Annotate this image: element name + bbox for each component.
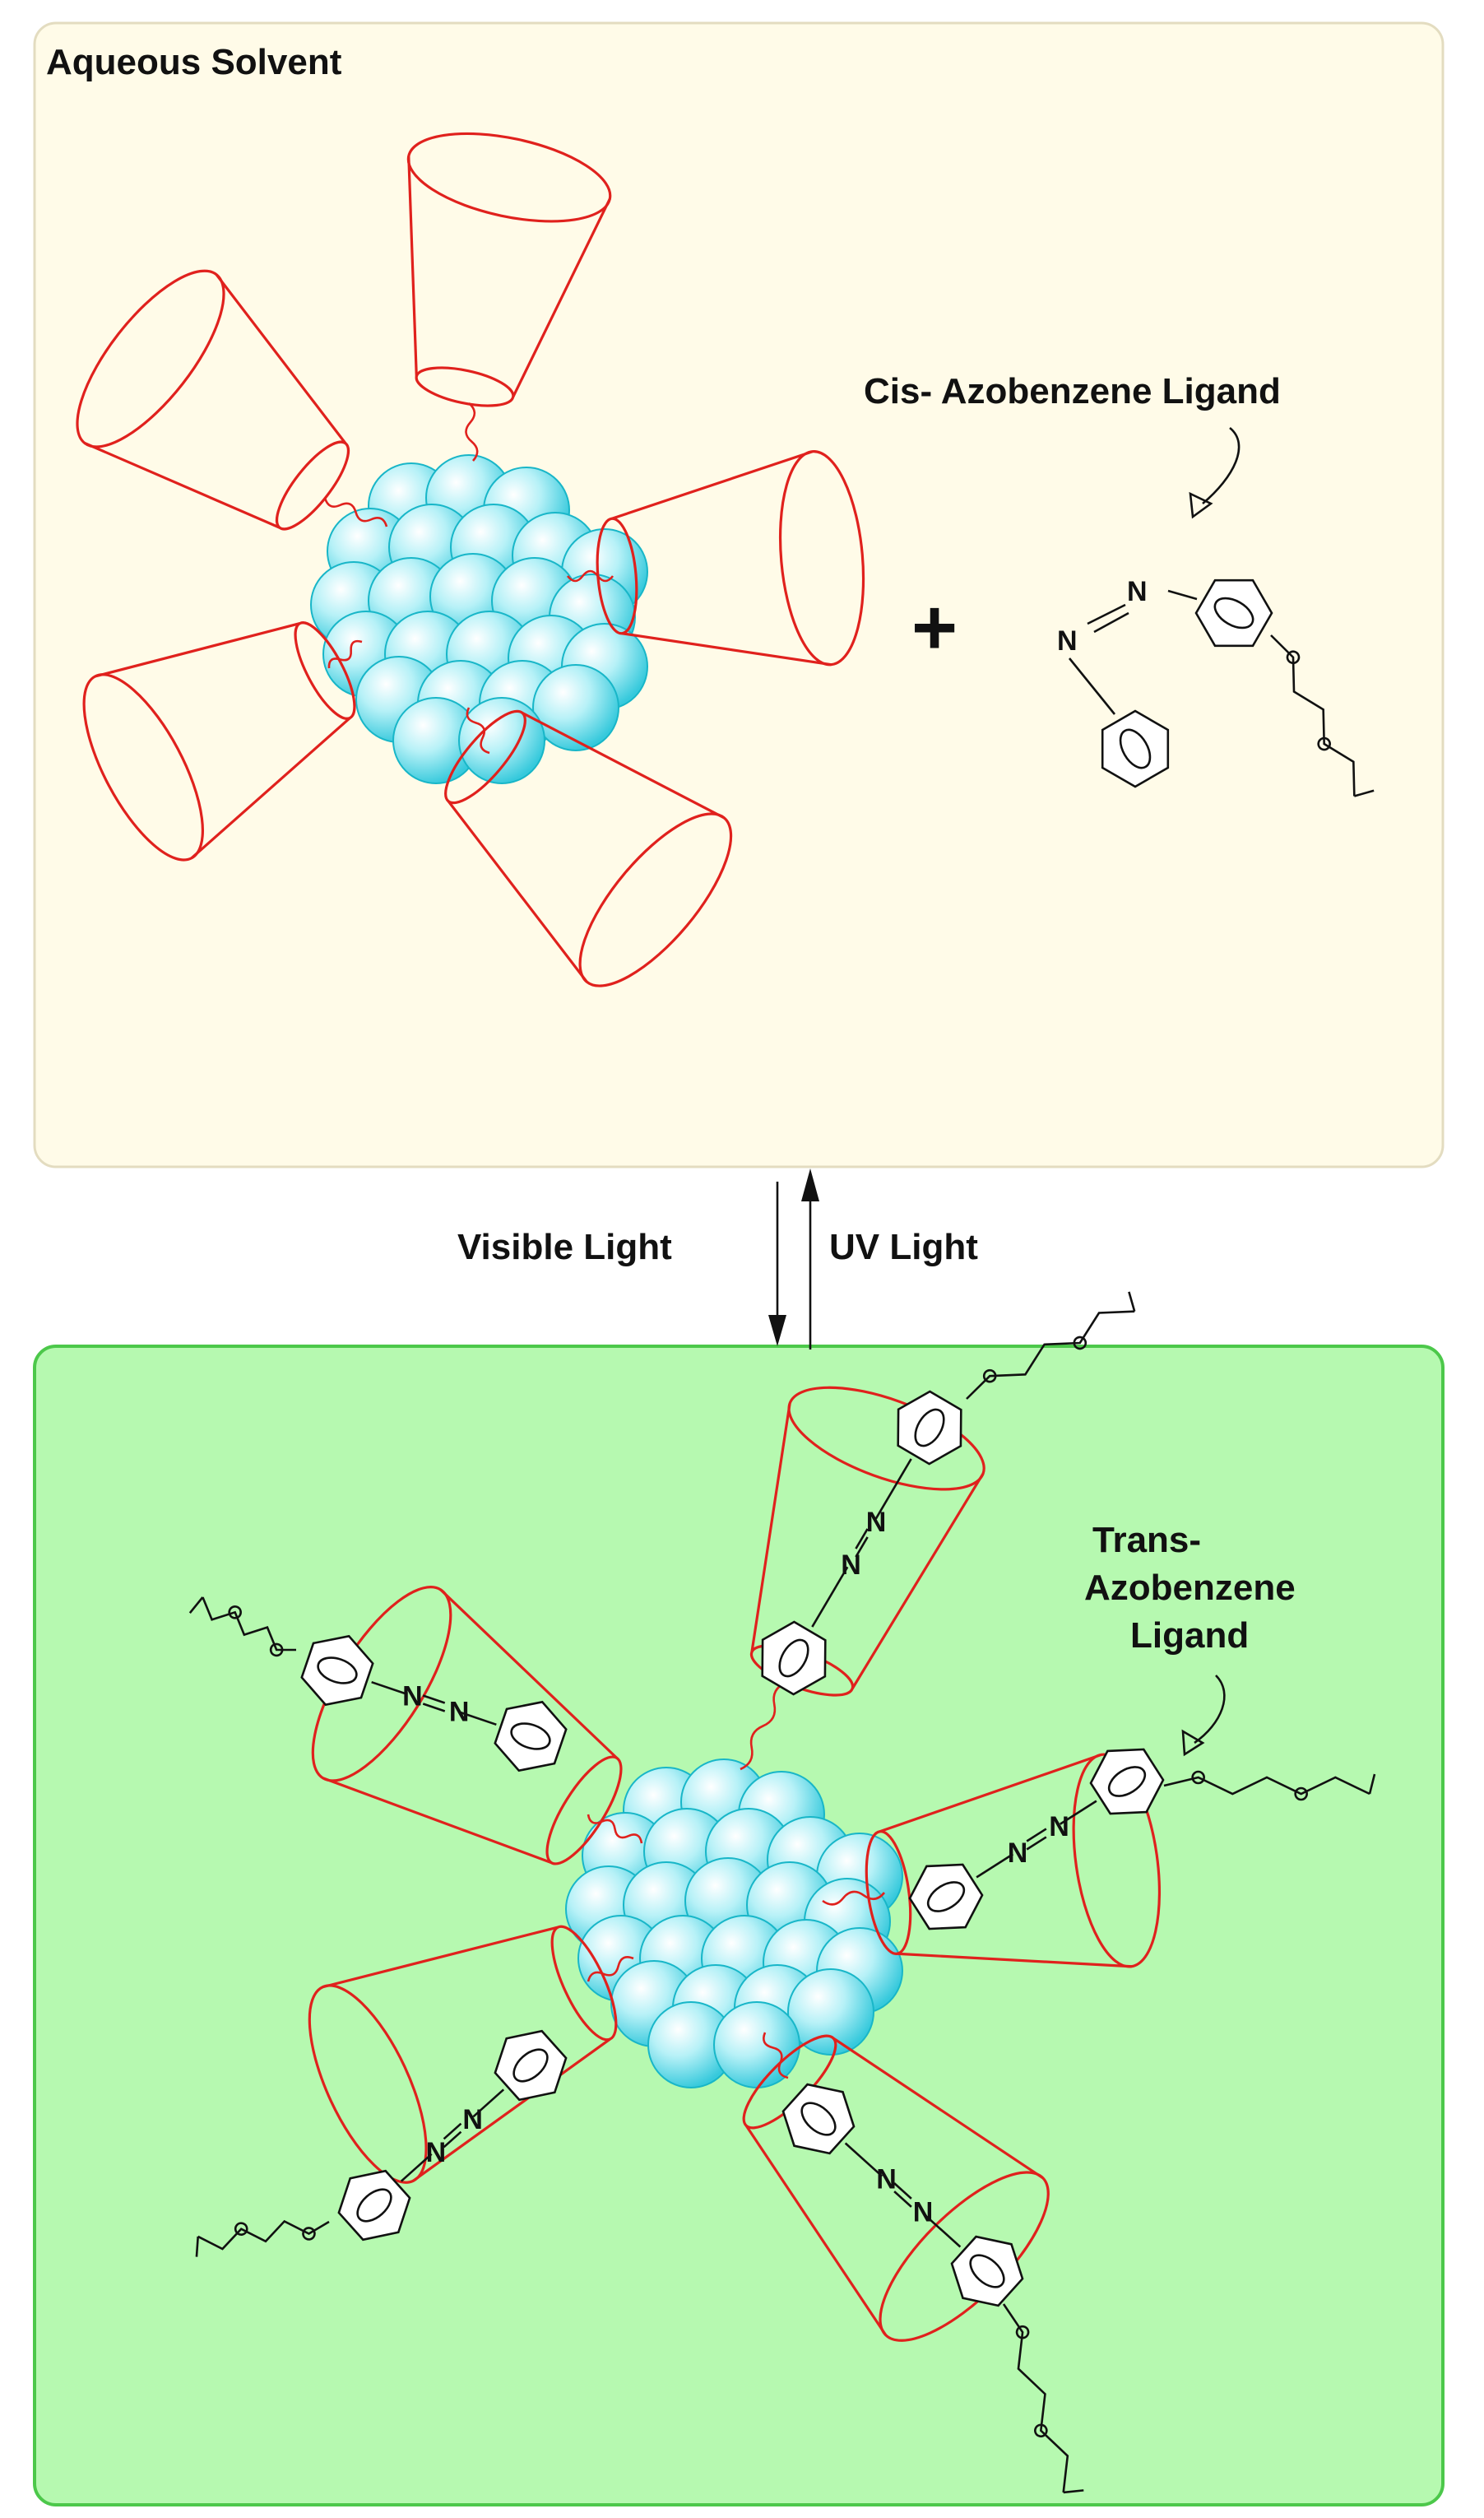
trans-curved-arrow-icon (1181, 1675, 1226, 1757)
benzene-ring (897, 1390, 962, 1466)
cyclodextrin-cone (82, 621, 356, 862)
nitrogen-atom: N (1057, 625, 1078, 657)
uv-light-label: UV Light (829, 1227, 978, 1267)
benzene-ring (300, 1634, 374, 1707)
benzene-ring (1101, 709, 1170, 788)
nitrogen-atom: N (866, 1507, 887, 1538)
nitrogen-atom: N (841, 1549, 861, 1581)
cyclodextrin-cone (76, 269, 350, 531)
nitrogen-atom: N (913, 2197, 934, 2228)
cis-azobenzene-label: Cis- Azobenzene Ligand (864, 371, 1281, 411)
cyclodextrin-cones-bottom (308, 1386, 1162, 2342)
equilibrium-arrows (768, 1168, 819, 1350)
cyclodextrin-cone (444, 709, 733, 987)
linker-spring (740, 1681, 786, 1771)
nanoparticle-atom (713, 2001, 800, 2088)
nanoparticle-atom (532, 664, 619, 751)
benzene-ring (908, 1863, 984, 1930)
cyclodextrin-cone (865, 1753, 1162, 1968)
linker-spring (763, 2032, 789, 2079)
linker-spring (323, 497, 388, 527)
nanoparticle-atom (458, 697, 545, 784)
alkyl-tail (1002, 2303, 1084, 2494)
cis-curved-arrow-icon (1189, 426, 1241, 519)
nitrogen-atom: N (876, 2163, 897, 2195)
linker-spring (465, 402, 479, 462)
alkyl-tail (1270, 634, 1375, 797)
benzene-ring (950, 2235, 1024, 2307)
nitrogen-atom: N (1127, 576, 1148, 607)
plus-sign: + (911, 583, 958, 671)
linker-spring (822, 1890, 886, 1906)
benzene-ring (494, 2029, 568, 2102)
benzene-ring (761, 1620, 827, 1696)
benzene-ring (494, 1700, 568, 1772)
trans-label-line2: Azobenzene (1084, 1568, 1296, 1608)
linker-spring (587, 1956, 634, 1982)
visible-light-label: Visible Light (457, 1227, 672, 1267)
benzene-ring (1194, 578, 1273, 648)
cyclodextrin-cones-top (76, 132, 865, 987)
linker-spring (327, 639, 363, 669)
up-arrow-icon (801, 1168, 819, 1201)
linker-spring (566, 569, 614, 583)
cyclodextrin-cone (742, 2034, 1050, 2342)
benzene-ring (337, 2169, 411, 2242)
cis-azobenzene-molecule: NN (1057, 576, 1375, 797)
nanoparticle-cluster-bottom (565, 1758, 903, 2088)
cyclodextrin-cone (406, 132, 612, 407)
nitrogen-atom: N (1049, 1811, 1069, 1842)
linker-spring (587, 1814, 643, 1844)
nitrogen-atom: N (402, 1680, 423, 1712)
nanoparticle-atom (787, 1968, 874, 2056)
benzene-ring (1089, 1748, 1165, 1815)
alkyl-tail (195, 2219, 330, 2257)
benzene-ring (781, 2083, 856, 2155)
nitrogen-atom: N (1008, 1837, 1028, 1869)
alkyl-tail (188, 1596, 297, 1657)
alkyl-tail (966, 1291, 1136, 1400)
trans-label-line1: Trans- (1092, 1520, 1201, 1560)
trans-label-line3: Ligand (1130, 1615, 1249, 1656)
alkyl-tail (1163, 1770, 1376, 1801)
nitrogen-atom: N (449, 1697, 470, 1728)
nitrogen-atom: N (426, 2137, 447, 2168)
top-panel-aqueous-solvent (33, 21, 1445, 1168)
top-panel-title: Aqueous Solvent (46, 42, 342, 82)
linker-spring (466, 707, 490, 755)
nitrogen-atom: N (462, 2104, 483, 2135)
down-arrow-icon (768, 1315, 786, 1346)
